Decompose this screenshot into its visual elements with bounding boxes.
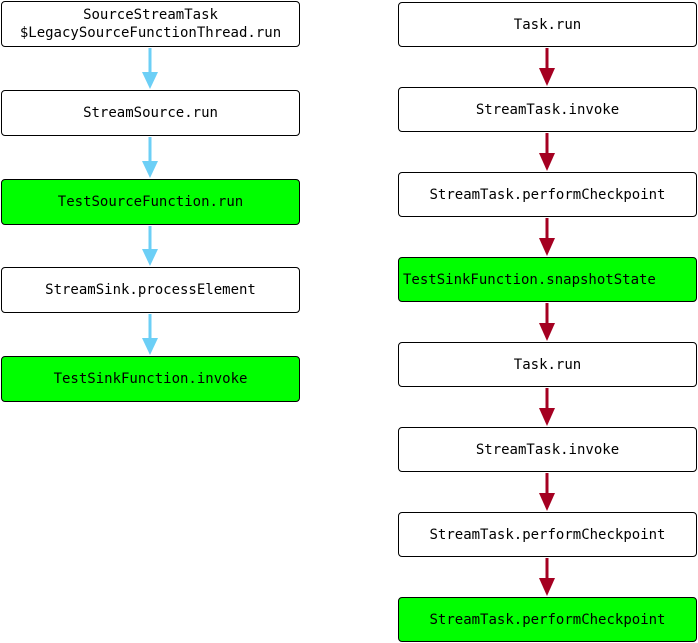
right-node-8: StreamTask.performCheckpoint (398, 597, 697, 642)
right-arrow-4 (539, 303, 555, 341)
left-arrow-2 (142, 137, 158, 178)
right-arrow-2 (539, 133, 555, 171)
right-arrow-7 (539, 558, 555, 596)
left-node-1: SourceStreamTask $LegacySourceFunctionTh… (1, 1, 300, 47)
right-node-1: Task.run (398, 2, 697, 47)
right-arrow-5 (539, 388, 555, 426)
right-node-7: StreamTask.performCheckpoint (398, 512, 697, 557)
right-node-5: Task.run (398, 342, 697, 387)
right-arrow-3 (539, 218, 555, 256)
left-arrow-1 (142, 48, 158, 89)
left-arrow-3 (142, 226, 158, 266)
left-node-5: TestSinkFunction.invoke (1, 356, 300, 402)
right-node-4: TestSinkFunction.snapshotState (398, 257, 697, 302)
right-node-3: StreamTask.performCheckpoint (398, 172, 697, 217)
left-arrow-4 (142, 314, 158, 355)
left-node-2: StreamSource.run (1, 90, 300, 136)
left-node-4: StreamSink.processElement (1, 267, 300, 313)
right-arrow-1 (539, 48, 555, 86)
right-arrow-6 (539, 473, 555, 511)
right-node-6: StreamTask.invoke (398, 427, 697, 472)
left-node-3: TestSourceFunction.run (1, 179, 300, 225)
right-node-2: StreamTask.invoke (398, 87, 697, 132)
